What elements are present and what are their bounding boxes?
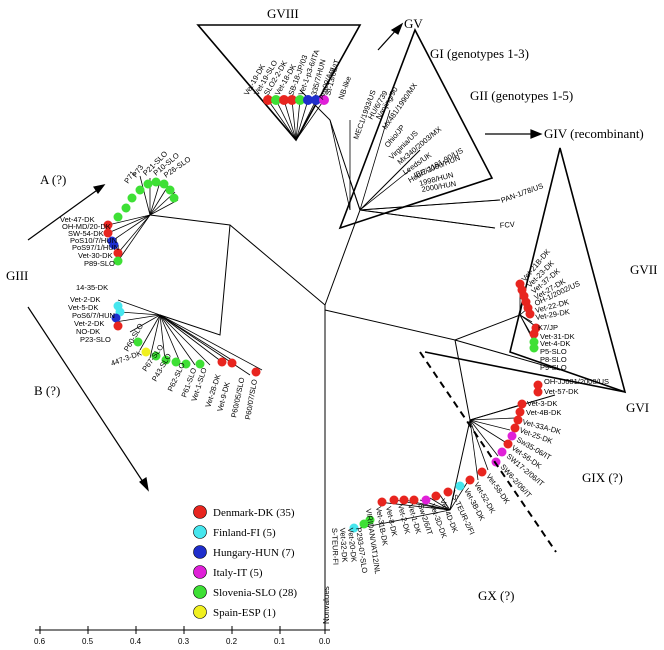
a-dots xyxy=(103,177,179,266)
legend-swatch-finland xyxy=(193,525,207,539)
leaf-label: PoS10/7/HUN xyxy=(70,236,117,245)
legend-swatch-hungary xyxy=(193,545,207,559)
scale-axis: 0.6 0.5 0.4 0.3 0.2 0.1 0.0 Nonvalues xyxy=(34,586,331,646)
gvi-dots xyxy=(533,380,543,397)
legend-label-italy: Italy-IT (5) xyxy=(213,567,263,579)
leaf-label: FCV xyxy=(499,220,515,230)
legend-swatch-denmark xyxy=(193,505,207,519)
gviii-fan xyxy=(267,99,325,141)
legend-swatch-spain xyxy=(193,605,207,619)
gi-gii-triangle xyxy=(338,28,494,230)
a-fan xyxy=(107,175,179,262)
center-fan xyxy=(329,109,501,229)
legend-label-denmark: Denmark-DK (35) xyxy=(213,507,295,519)
b-fan xyxy=(114,299,263,376)
leaf-label: P9-SLO xyxy=(540,363,567,372)
legend-label-finland: Finland-FI (5) xyxy=(213,527,276,539)
clade-outlines xyxy=(196,24,627,394)
gviii-label: GVIII xyxy=(267,6,299,21)
leaf-label: Vet-30-DK xyxy=(78,251,113,260)
arrows xyxy=(27,22,543,492)
legend: Denmark-DK (35) Finland-FI (5) Hungary-H… xyxy=(193,505,297,619)
legend-label-spain: Spain-ESP (1) xyxy=(213,607,276,619)
tick-label: 0.6 xyxy=(34,637,46,646)
gii-label: GII (genotypes 1-5) xyxy=(470,88,573,103)
leaf-label: Vet-20-DK xyxy=(346,527,359,562)
leaf-label: PAN-1/78/US xyxy=(500,181,545,205)
tick-label: 0.1 xyxy=(274,637,286,646)
leaf-label: Vet-3-DK xyxy=(527,399,557,408)
leaf-label: P8-SLO xyxy=(540,355,567,364)
leaf-label: PoS97/1/HUN xyxy=(72,243,119,252)
gix-label: GIX (?) xyxy=(582,470,623,485)
gvii-triangle xyxy=(509,147,627,394)
tick-label: 0.3 xyxy=(178,637,190,646)
leaf-label: P60/07/SLO xyxy=(243,378,259,420)
tick-label: 0.5 xyxy=(82,637,94,646)
leaf-label: S-TEUR-FI xyxy=(330,528,340,565)
gvii-dots xyxy=(515,279,541,353)
legend-label-slovenia: Slovenia-SLO (28) xyxy=(213,587,297,599)
gix-gx-divider xyxy=(419,351,557,553)
leaf-label: Vet-2-DK xyxy=(70,295,100,304)
leaf-label: Vet-57-DK xyxy=(544,387,579,396)
leaf-label: NO-DK xyxy=(76,327,100,336)
leaf-label: K7/JP xyxy=(538,323,558,332)
tick-label: 0.2 xyxy=(226,637,238,646)
leaf-label: Vet-31-DK xyxy=(540,332,575,341)
leaf-label: Vet-5-DK xyxy=(68,303,98,312)
gv-label: GV xyxy=(404,16,423,31)
leaf-label: SW-54-DK xyxy=(68,229,104,238)
gviii-triangle xyxy=(196,24,362,142)
tick-label: 0.4 xyxy=(130,637,142,646)
legend-label-hungary: Hungary-HUN (7) xyxy=(213,547,295,559)
leaf-label: Vet-4-DK xyxy=(540,339,570,348)
leaf-label: OH-JJ681/2000/US xyxy=(544,377,609,386)
gix-gx-fan xyxy=(359,404,521,529)
leaf-label: Vet-47-DK xyxy=(60,215,95,224)
leaf-label: P60-SLO xyxy=(122,322,145,353)
leaf-label: 14-35-DK xyxy=(76,283,108,292)
gvi-bracket xyxy=(424,351,626,393)
b-labels: 14-35-DK Vet-2-DK Vet-5-DK PoS6/7/HUN Ve… xyxy=(68,283,259,420)
giv-label: GIV (recombinant) xyxy=(544,126,644,141)
gviii-dots xyxy=(263,95,329,105)
axis-label: Nonvalues xyxy=(322,586,331,624)
leaf-label: P23-SLO xyxy=(80,335,111,344)
gix-gx-labels: Vet-3-DK Vet-4B-DK Vet-33A-DK Vet-25-DK … xyxy=(330,399,562,575)
gx-label: GX (?) xyxy=(478,588,514,603)
leaf-label: NB-like xyxy=(336,75,353,101)
gvii-label: GVII xyxy=(630,262,657,277)
group-labels: GVIII GV GI (genotypes 1-3) GII (genotyp… xyxy=(6,6,657,603)
legend-swatch-italy xyxy=(193,565,207,579)
b-label: B (?) xyxy=(34,383,60,398)
a-label: A (?) xyxy=(40,172,66,187)
tick-label: 0.0 xyxy=(319,637,331,646)
gi-label: GI (genotypes 1-3) xyxy=(430,46,529,61)
gvi-label: GVI xyxy=(626,400,649,415)
gvi-labels: OH-JJ681/2000/US Vet-57-DK xyxy=(544,377,609,396)
leaf-label: PoS6/7/HUN xyxy=(72,311,115,320)
leaf-label: P89-SLO xyxy=(84,259,115,268)
leaf-label: Vet-4B-DK xyxy=(526,408,561,417)
leaf-label: Vet-32-DK xyxy=(338,528,349,563)
giii-label: GIII xyxy=(6,268,28,283)
leaf-label: Vet-2-DK xyxy=(74,319,104,328)
leaf-label: OH-MD/20-DK xyxy=(62,222,111,231)
leaf-label: P5-SLO xyxy=(540,347,567,356)
b-dots xyxy=(111,301,261,377)
legend-swatch-slovenia xyxy=(193,585,207,599)
